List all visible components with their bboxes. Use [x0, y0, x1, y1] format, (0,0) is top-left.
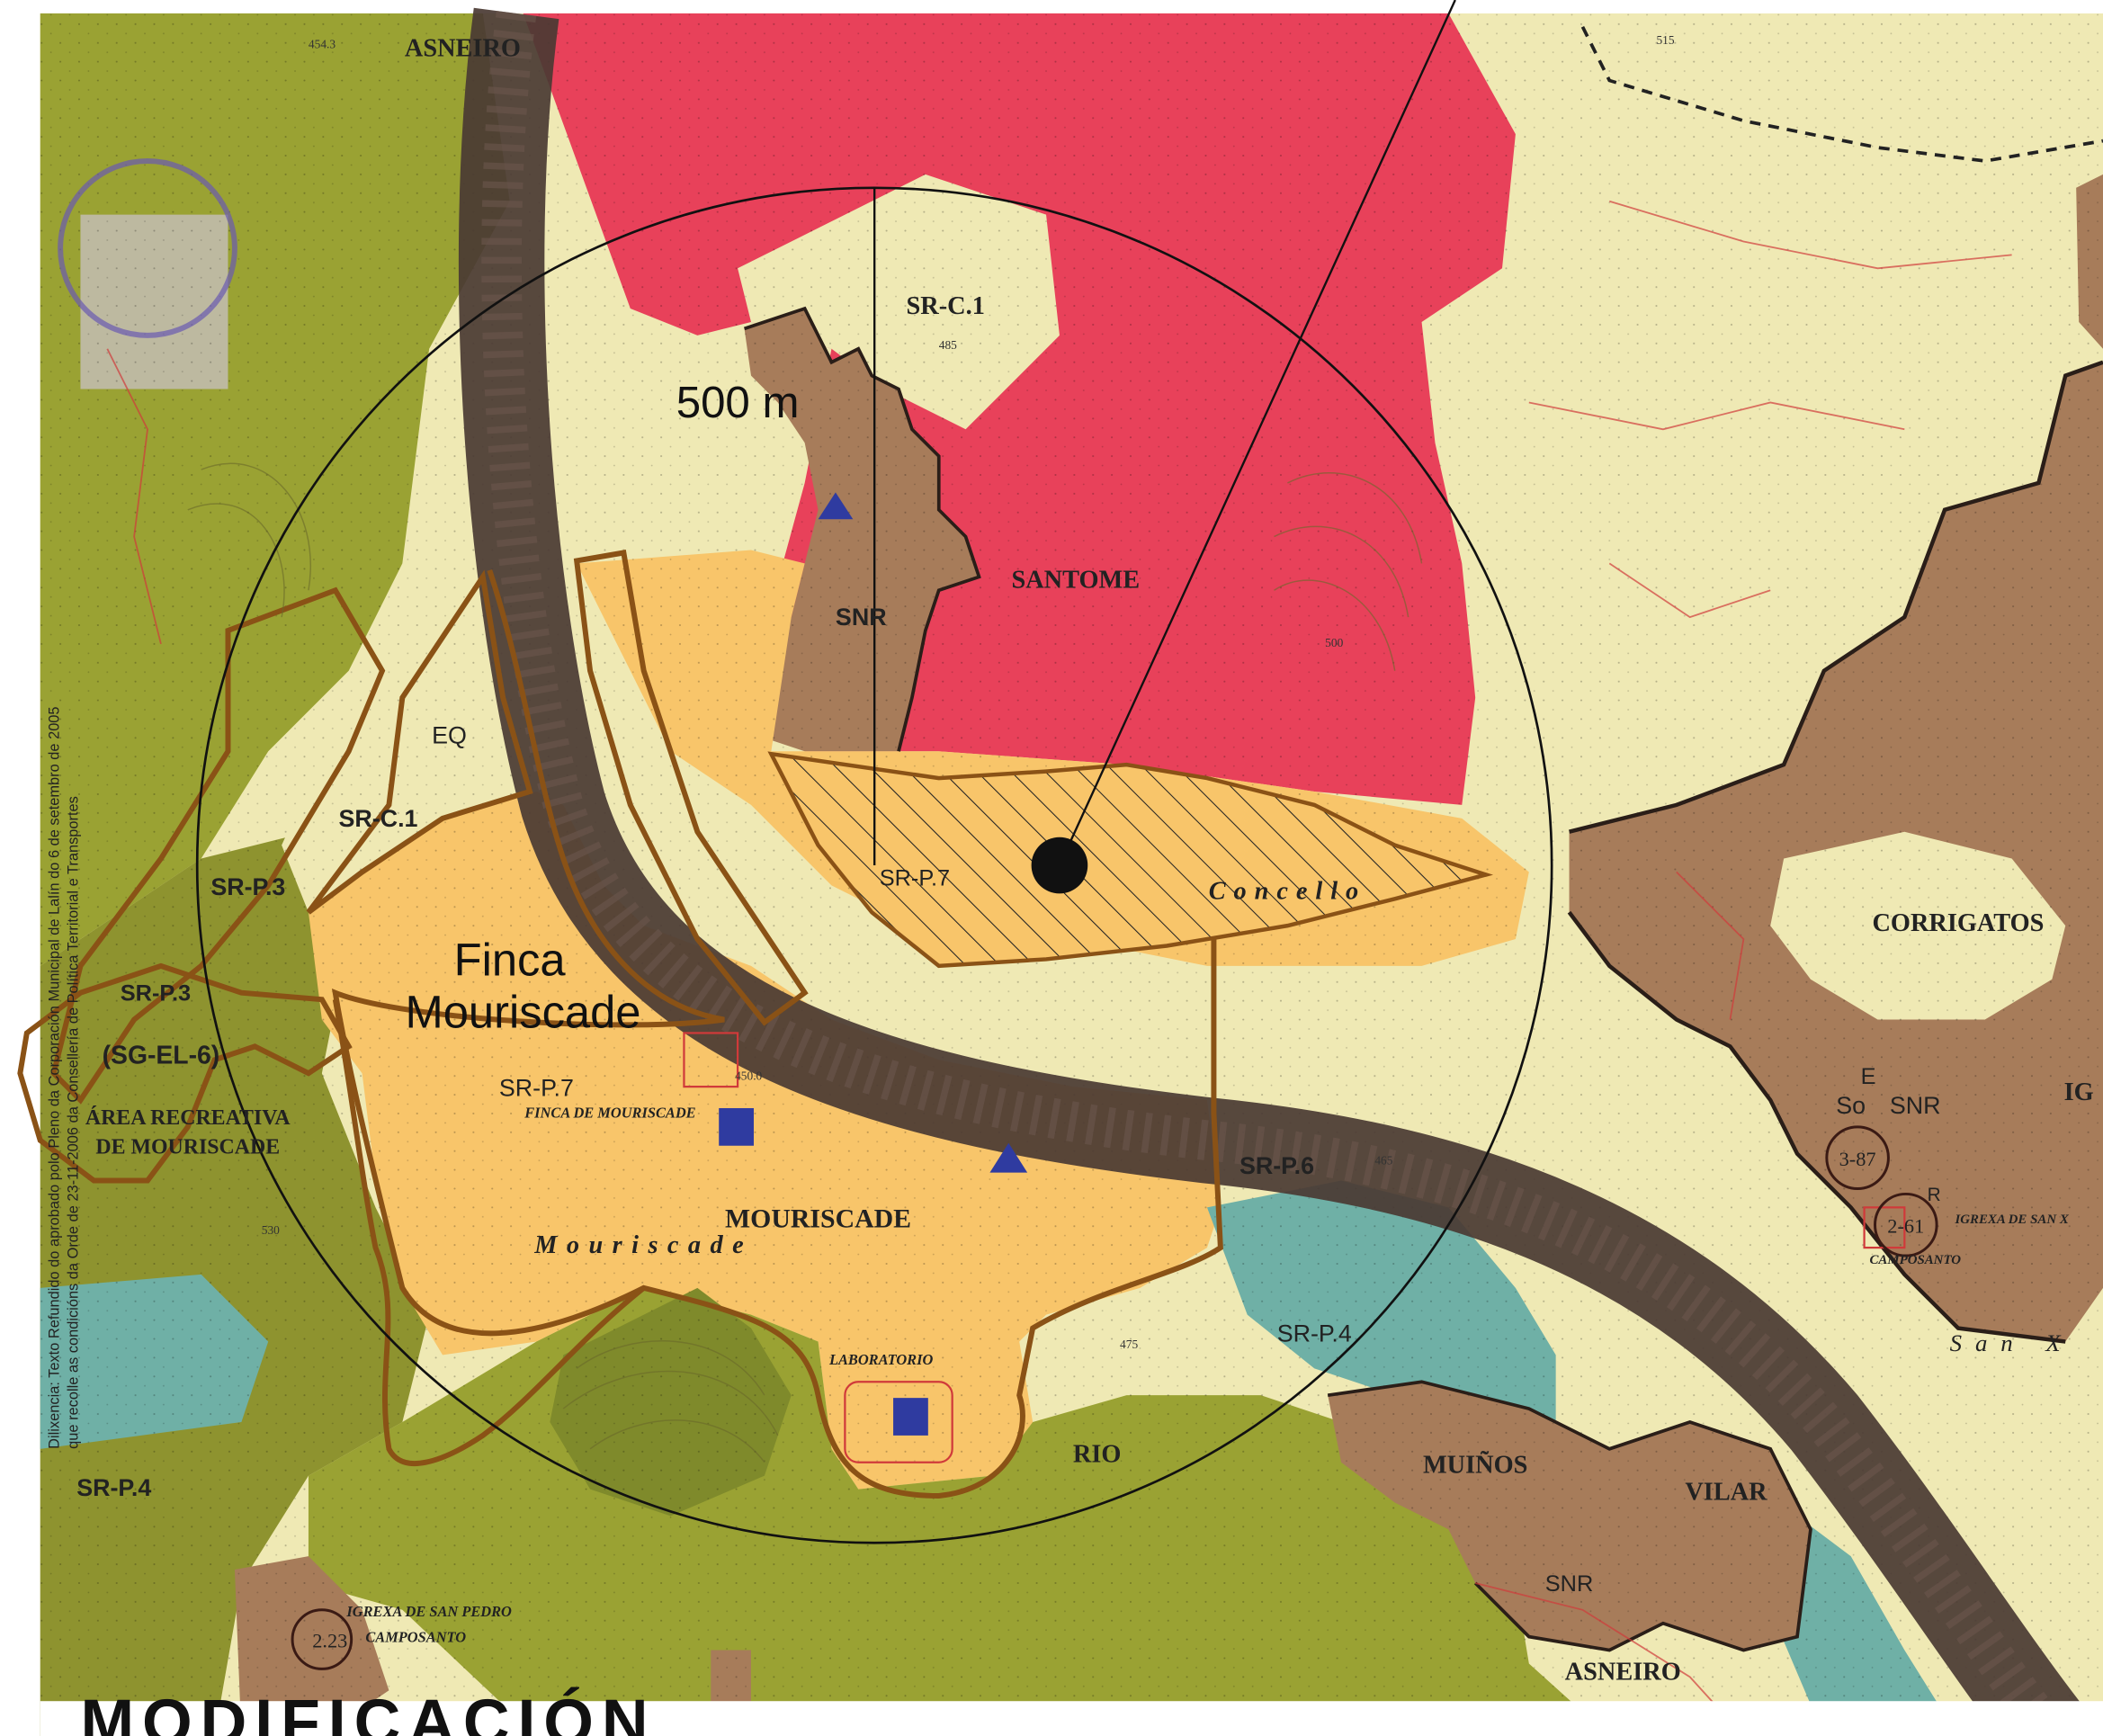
label-snr-bottom: SNR: [1545, 1571, 1594, 1597]
outline-finca-strip: [573, 550, 809, 1026]
label-santome: SANTOME: [1011, 566, 1140, 594]
label-e: E: [1861, 1064, 1876, 1089]
label-igrexa-san-x: IGREXA DE SAN X: [1954, 1213, 2069, 1227]
road-main: [458, 7, 2086, 1736]
elevation-4: 530: [262, 1223, 280, 1237]
radius-label: 500 m: [676, 378, 800, 427]
boundary-corrigatos-lower: [1567, 910, 2066, 1344]
label-eq: EQ: [432, 721, 467, 748]
label-de-mouriscade: DE MOURISCADE: [95, 1136, 280, 1159]
label-sr-c1-top: SR-C.1: [907, 292, 985, 320]
elevation-labels: 454.3 515 450.0 530 475 465 500 485: [262, 33, 1675, 1351]
label-finca-de-mouriscade: FINCA DE MOURISCADE: [524, 1104, 695, 1121]
outline-finca-west: [306, 569, 533, 915]
label-r: R: [1928, 1185, 1941, 1205]
label-sr-p7-hatched: SR-P.7: [880, 865, 950, 890]
outline-finca-south: [332, 998, 646, 1466]
label-sr-p7-lower: SR-P.7: [499, 1075, 574, 1102]
label-ig: IG: [2064, 1078, 2094, 1106]
outline-finca-loop-west: [50, 586, 386, 1105]
label-camposanto-right: CAMPOSANTO: [1869, 1253, 1961, 1267]
label-concello: Concello: [1209, 877, 1366, 905]
label-corrigatos: CORRIGATOS: [1872, 909, 2044, 937]
label-asneiro-bottom: ASNEIRO: [1565, 1658, 1681, 1686]
boundary-corrigatos: [1569, 360, 2103, 834]
label-asneiro-top: ASNEIRO: [405, 35, 521, 63]
elevation-6: 465: [1374, 1154, 1392, 1168]
site-point-marker: [1031, 837, 1088, 894]
elevation-2: 515: [1656, 33, 1674, 47]
label-sr-c1-left: SR-C.1: [339, 805, 418, 832]
elevation-5: 475: [1120, 1338, 1138, 1351]
bottom-title: MODIFICACIÓN: [80, 1686, 656, 1736]
label-sr-p3-left: SR-P.3: [210, 873, 285, 900]
finca-label-line1: Finca: [454, 934, 567, 985]
blue-triangle-marker-east: [989, 1142, 1028, 1173]
label-sr-p3-left2: SR-P.3: [121, 981, 191, 1007]
label-muinos: MUIÑOS: [1423, 1452, 1527, 1480]
marker-circle-2-23: 2.23: [291, 1608, 353, 1670]
label-area-recreativa: ÁREA RECREATIVA: [85, 1106, 291, 1130]
label-laboratorio: LABORATORIO: [828, 1351, 934, 1368]
boundary-dashed: [1580, 25, 2103, 163]
map-labels: ASNEIRO SR-C.1 SANTOME SNR EQ SR-C.1 SR-…: [76, 35, 2093, 1687]
leader-line: [1058, 0, 1456, 866]
label-mouriscade-caps: MOURISCADE: [725, 1204, 911, 1234]
label-snr-center: SNR: [836, 604, 887, 631]
label-sg-el: (SG-EL-6): [103, 1042, 220, 1070]
label-igrexa-san-pedro: IGREXA DE SAN PEDRO: [345, 1603, 512, 1620]
elevation-7: 500: [1325, 636, 1343, 649]
label-sr-p4-right: SR-P.4: [1277, 1320, 1352, 1347]
marker-circle-2-61: 2-61: [1874, 1192, 1938, 1257]
elevation-3: 450.0: [735, 1069, 762, 1083]
bottom-strip: [40, 1701, 2103, 1736]
marker-circle-3-87-label: 3-87: [1839, 1148, 1876, 1170]
blue-square-marker-lab: [893, 1398, 928, 1436]
marker-circle-3-87: 3-87: [1825, 1125, 1890, 1190]
label-snr-right: SNR: [1890, 1092, 1941, 1119]
label-rio: RIO: [1073, 1441, 1122, 1469]
elevation-1: 454.3: [309, 38, 336, 51]
label-sr-p6: SR-P.6: [1239, 1152, 1314, 1179]
label-so: So: [1836, 1092, 1866, 1119]
boundary-santome: [743, 306, 981, 752]
label-mouriscade-italic: Mouriscade: [533, 1231, 753, 1259]
label-camposanto-left: CAMPOSANTO: [365, 1629, 466, 1646]
blue-triangle-marker-north: [818, 492, 854, 520]
blue-square-marker-finca: [719, 1107, 754, 1146]
label-san-x: San X: [1950, 1329, 2074, 1356]
label-sr-p4-left: SR-P.4: [76, 1474, 151, 1501]
marker-circle-2-61-label: 2-61: [1887, 1215, 1924, 1238]
contour-lines: [187, 462, 1423, 1463]
marker-circle-2-23-label: 2.23: [312, 1630, 347, 1652]
stamp-seal: [58, 157, 237, 338]
outline-finca-main: [331, 568, 1223, 1499]
boundary-muinos: [1327, 1380, 1812, 1652]
label-vilar: VILAR: [1685, 1478, 1767, 1506]
elevation-8: 485: [939, 338, 957, 352]
finca-label-line2: Mouriscade: [406, 986, 641, 1037]
diligence-stamp-text-2: que recolle as condicións da Orde de 23-…: [65, 796, 81, 1449]
outline-area-recreativa: [17, 962, 353, 1184]
zone-concello-hatched: [767, 751, 1494, 969]
diligence-stamp-text: Dilixencia: Texto Refundido do aprobado …: [47, 706, 63, 1448]
